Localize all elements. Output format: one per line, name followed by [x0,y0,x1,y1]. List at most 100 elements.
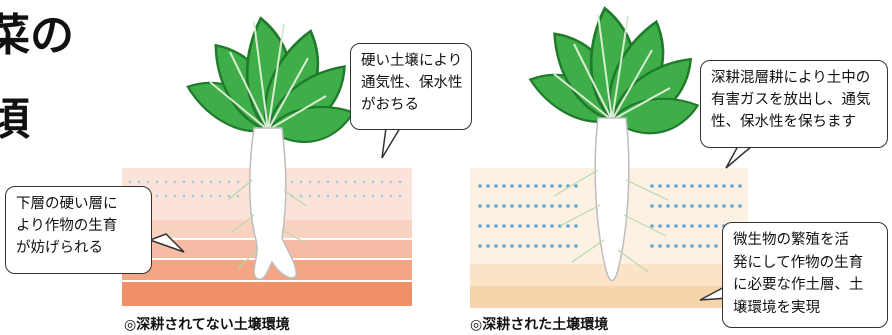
soil-dot [738,204,742,208]
soil-dot [574,184,578,188]
soil-dot [666,204,670,208]
left-radish [179,13,360,281]
soil-dot [146,180,150,184]
left-side-bubble-line-3: が妨げられる [16,240,103,256]
soil-dot [502,204,506,208]
soil-dot [518,184,522,188]
bubble-tail-right-top [725,145,755,169]
soil-dot [362,180,366,184]
soil-dot [308,180,312,184]
soil-dot [714,204,718,208]
soil-dot [682,204,686,208]
soil-dot [722,204,726,208]
soil-dot [526,184,530,188]
soil-dot [486,204,490,208]
soil-dot [510,204,514,208]
right-caption: ◎深耕された土壌環境 [470,317,609,333]
soil-dot [550,204,554,208]
soil-dot [155,194,159,198]
left-soil-layer-5 [122,282,412,306]
soil-dot [666,244,670,248]
soil-dot [738,184,742,188]
soil-dot [682,184,686,188]
soil-dot [534,224,538,228]
soil-dot [344,180,348,184]
soil-dot [182,194,186,198]
soil-dot [690,204,694,208]
soil-dot [518,204,522,208]
left-side-bubble: 下層の硬い層に より作物の生育 が妨げられる [5,186,152,274]
soil-dot [218,180,222,184]
right-side-bubble-line-1: 微生物の繁殖を活 [733,232,849,248]
soil-dot [690,224,694,228]
soil-dot [574,224,578,228]
right-top-bubble-line-2: 有害ガスを放出し、通気 [711,92,871,108]
soil-dot [398,194,402,198]
soil-dot [380,180,384,184]
soil-dot [674,244,678,248]
soil-dot [526,224,530,228]
soil-dot [706,184,710,188]
soil-dot [227,194,231,198]
soil-dot [200,194,204,198]
right-side-bubble-line-4: 壌環境を実現 [733,299,820,316]
left-caption: ◎深耕されてない土壌環境 [124,317,290,333]
left-top-bubble-line-2: 通気性、保水性 [361,75,463,91]
soil-dot [722,184,726,188]
soil-dot [650,224,654,228]
bubble-tail-left-top [381,127,402,159]
soil-dot [502,224,506,228]
soil-dot [674,184,678,188]
soil-dot [682,224,686,228]
soil-dot [236,194,240,198]
soil-dot [518,244,522,248]
soil-dot [730,204,734,208]
soil-dot [706,244,710,248]
soil-dot [698,244,702,248]
right-top-bubble: 深耕混層耕により土中の 有害ガスを放出し、通気 性、保水性を保ちます [700,60,888,148]
soil-dot [299,180,303,184]
soil-dot [658,184,662,188]
soil-dot [173,180,177,184]
soil-dot [398,180,402,184]
soil-dot [706,224,710,228]
right-side-bubble-line-2: 発にして作物の生育 [733,254,864,271]
soil-dot [326,180,330,184]
soil-dot [502,244,506,248]
soil-dot [510,184,514,188]
soil-dot [674,204,678,208]
soil-dot [526,204,530,208]
soil-dot [698,184,702,188]
left-top-bubble-line-1: 硬い土壌により [361,53,463,69]
soil-dot [550,224,554,228]
soil-dot [236,180,240,184]
soil-dot [326,194,330,198]
soil-dot [674,224,678,228]
soil-dot [227,180,231,184]
soil-dot [526,244,530,248]
soil-dot [191,194,195,198]
soil-dot [550,244,554,248]
right-side-bubble: 微生物の繁殖を活 発にして作物の生育 に必要な作土層、土 壌環境を実現 [722,222,888,328]
soil-dot [510,244,514,248]
soil-dot [308,194,312,198]
soil-dot [182,180,186,184]
right-soil-layers [470,168,748,308]
soil-dot [128,180,132,184]
soil-dot [137,180,141,184]
soil-dot [494,224,498,228]
soil-dot [690,244,694,248]
soil-dot [658,224,662,228]
soil-dot [566,204,570,208]
soil-dot [534,244,538,248]
soil-dot [335,180,339,184]
soil-dot [299,194,303,198]
soil-dot [698,204,702,208]
soil-dot [650,184,654,188]
soil-dot [510,224,514,228]
soil-dot [658,204,662,208]
soil-dot [690,184,694,188]
soil-dot [534,204,538,208]
soil-dot [542,244,546,248]
soil-dot [550,184,554,188]
